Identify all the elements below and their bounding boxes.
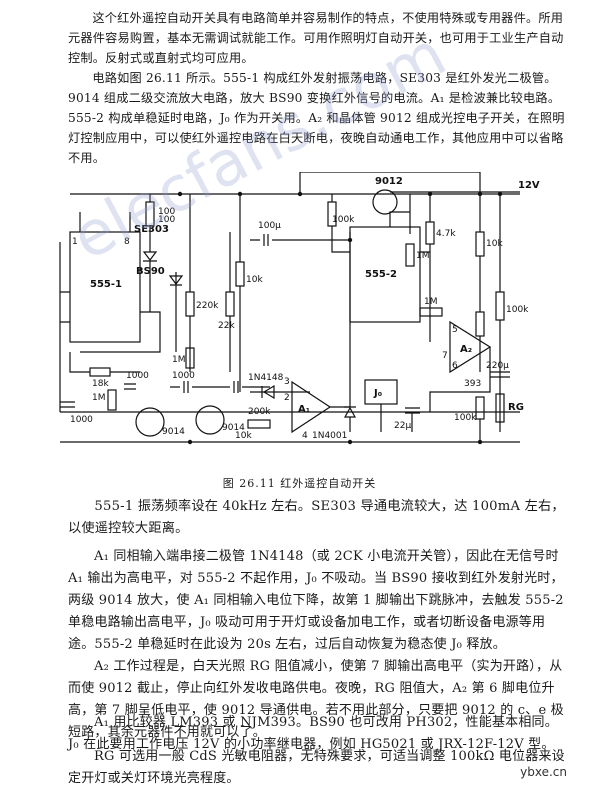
paragraph-a1-operation: A₁ 同相输入端串接二极管 1N4148（或 2CK 小电流开关管），因此在无信… xyxy=(68,549,564,652)
q1-9014-label: 9014 xyxy=(162,427,185,437)
d1-1n4148-label: 1N4148 xyxy=(248,373,284,383)
pin-2-label: 2 xyxy=(284,393,290,403)
r10k-mid-label: 10k xyxy=(246,275,263,285)
r1m-a2-label: 1M xyxy=(424,297,438,307)
paragraph-frequency: 555-1 振荡频率设在 40kHz 左右。SE303 导通电流较大，达 100… xyxy=(68,499,565,536)
r1m-mid-label: 1M xyxy=(172,355,186,365)
pin-5-label: 5 xyxy=(452,325,458,335)
site-watermark: ybxe.cn xyxy=(520,765,567,779)
r1m-right-label: 1M xyxy=(416,251,430,261)
rg-label: RG xyxy=(508,402,524,413)
led-se303-label: SE303 xyxy=(134,224,169,235)
r10k-right-label: 10k xyxy=(486,239,503,249)
r100k-top-label: 100k xyxy=(332,215,355,225)
pnp-9012-label: 9012 xyxy=(375,176,403,187)
r200k-label: 200k xyxy=(248,407,271,417)
r1m-left-label: 1M xyxy=(92,393,106,403)
r100k-bottom-label: 100k xyxy=(454,413,477,423)
pin-3-label: 3 xyxy=(284,377,290,387)
r10k-low-label: 10k xyxy=(235,431,252,441)
ic-555-2-label: 555-2 xyxy=(365,269,397,280)
r100-1-label: 100 xyxy=(158,207,175,217)
c1000-b-label: 1000 xyxy=(172,371,195,381)
c100u-label: 100μ xyxy=(258,221,281,231)
circuit-diagram: 555-1 555-2 9012 12V SE303 BS90 100 100 … xyxy=(59,172,540,445)
c1000-a-label: 1000 xyxy=(126,371,149,381)
r22k-label: 22k xyxy=(218,321,235,331)
d2-1n4001-label: 1N4001 xyxy=(312,431,347,441)
paragraph-components: A₁ 用比较器 LM393 或 NJM393。BS90 也可改用 PH302，性… xyxy=(68,715,558,752)
figure-caption: 图 26.11 红外遥控自动开关 xyxy=(222,477,377,490)
sensor-bs90-label: BS90 xyxy=(136,266,165,277)
c1000-left-label: 1000 xyxy=(70,415,93,425)
r4k7-label: 4.7k xyxy=(436,229,456,239)
paragraph-intro: 这个红外遥控自动开关具有电路简单并容易制作的特点，不使用特殊或专用器件。所用元器… xyxy=(68,11,564,65)
pot-100k-label: 100k xyxy=(506,305,529,315)
pin-1-label: 1 xyxy=(72,237,78,247)
supply-12v-label: 12V xyxy=(518,180,540,191)
pin-7-label: 7 xyxy=(442,351,448,361)
pin-4-label: 4 xyxy=(302,431,308,441)
ic-555-1-label: 555-1 xyxy=(90,279,122,290)
paragraph-rg-note: RG 可选用一般 CdS 光敏电阻器，无特殊要求，可适当调整 100kΩ 电位器… xyxy=(68,749,565,786)
ic-393-label: 393 xyxy=(464,379,481,389)
r100-2-label: 100 xyxy=(158,215,175,225)
q2-9014-label: 9014 xyxy=(222,423,245,433)
c22u-label: 22μ xyxy=(394,421,411,431)
pin-6-label: 6 xyxy=(452,361,458,371)
r18k-label: 18k xyxy=(92,379,109,389)
paragraph-circuit-description: 电路如图 26.11 所示。555-1 构成红外发射振荡电路，SE303 是红外… xyxy=(68,71,565,165)
pin-8-label: 8 xyxy=(124,237,130,247)
a2-label: A₂ xyxy=(460,344,472,355)
a1-label: A₁ xyxy=(298,404,310,415)
c220u-label: 220μ xyxy=(486,361,509,371)
paragraph-a2-operation: A₂ 工作过程是，白天光照 RG 阻值减小，使第 7 脚输出高电平（实为开路），… xyxy=(68,659,564,740)
relay-j0-label: J₀ xyxy=(373,388,382,399)
r220k-label: 220k xyxy=(196,301,219,311)
